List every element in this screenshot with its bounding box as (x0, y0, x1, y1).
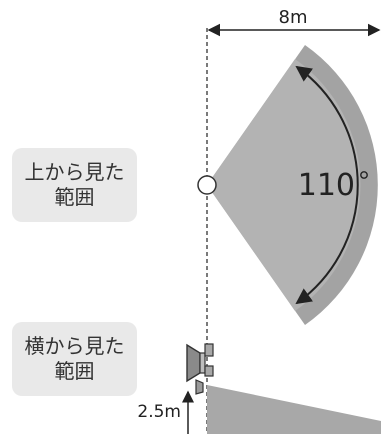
side-detection-area (207, 385, 381, 434)
detection-sector (207, 59, 361, 311)
top-view-label: 上から見た 範囲 (12, 148, 137, 222)
side-view-label-line2: 範囲 (54, 359, 95, 383)
angle-label: 110 (298, 168, 355, 203)
side-view-label: 横から見た 範囲 (12, 322, 137, 396)
range-dimension-label: 8m (279, 7, 308, 28)
degree-symbol (360, 171, 368, 179)
sensor-top-icon (197, 175, 217, 195)
side-view-label-line1: 横から見た (24, 334, 125, 358)
angle-arc (295, 65, 359, 305)
sensor-side-icon (186, 343, 214, 395)
height-dimension-label: 2.5m (137, 402, 181, 422)
top-view-label-line1: 上から見た (24, 160, 125, 184)
top-view-label-line2: 範囲 (54, 185, 95, 209)
